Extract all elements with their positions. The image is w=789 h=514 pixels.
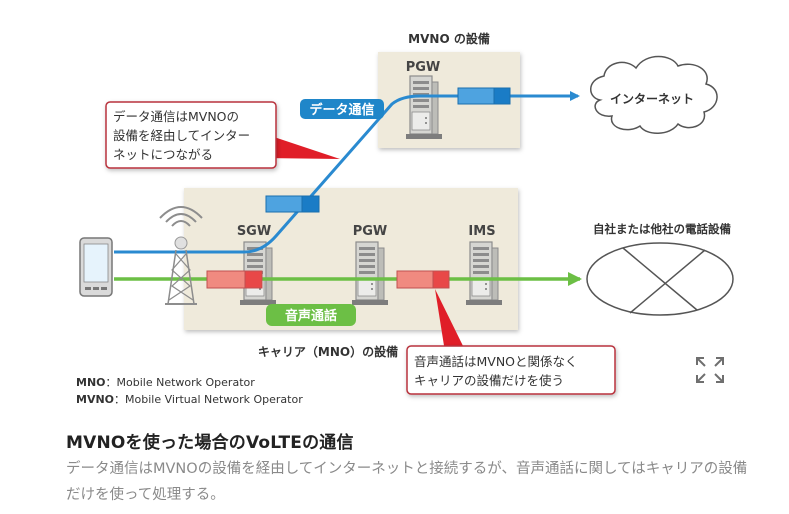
svg-text:データ通信: データ通信 [309,102,374,118]
abbreviation-legend: MNO：Mobile Network Operator MVNO：Mobile … [76,376,303,406]
mvno-pgw-server-icon [405,75,443,140]
carrier-box-title: キャリア（MNO）の設備 [258,344,398,359]
cell-tower-icon [159,206,203,305]
voice-packet-sgw [206,270,263,289]
sgw-label: SGW [237,224,271,239]
svg-text:ネットにつながる: ネットにつながる [113,147,213,162]
callout-data-communication: データ通信はMVNOの 設備を経由してインター ネットにつながる [105,101,340,169]
mvno-box-title: MVNO の設備 [408,31,490,46]
voice-packet-pgw [396,270,450,289]
callout-voice-call: 音声通話はMVNOと関係なく キャリアの設備だけを使う [406,289,616,395]
svg-text:設備を経由してインター: 設備を経由してインター [113,128,250,143]
callout-pointer [435,289,465,352]
svg-text:インターネット: インターネット [610,92,694,106]
smartphone-icon [79,237,113,297]
voice-call-badge: 音声通話 [266,304,356,326]
expand-image-button[interactable] [693,354,727,386]
svg-text:音声通話: 音声通話 [285,308,337,324]
expand-arrows-icon [696,357,724,383]
figure-caption-title: MVNOを使った場合のVoLTEの通信 [66,433,354,453]
data-packet-mvno [457,87,511,105]
carrier-equipment-box: キャリア（MNO）の設備 SGW PGW IMS 音声通話 [184,188,518,359]
data-communication-badge: データ通信 [300,99,384,119]
data-packet-carrier [265,195,320,213]
volte-diagram: MVNO の設備 PGW キャリア（MNO）の設備 SGW PGW IMS 音声… [76,31,734,406]
legend-item-mno: MNO：Mobile Network Operator [76,376,255,389]
ims-server-icon [465,241,503,306]
figure-caption-body: データ通信はMVNOの設備を経由してインターネットと接続するが、音声通話に関して… [66,461,748,503]
phone-network-label: 自社または他社の電話設備 [593,222,731,236]
legend-item-mvno: MVNO：Mobile Virtual Network Operator [76,393,303,406]
svg-text:キャリアの設備だけを使う: キャリアの設備だけを使う [414,373,564,388]
phone-network-equipment: 自社または他社の電話設備 [586,222,734,316]
carrier-pgw-server-icon [351,241,389,306]
callout-pointer [262,135,340,159]
data-traffic-line [114,91,580,254]
carrier-pgw-label: PGW [353,224,388,239]
internet-cloud: インターネット [590,55,718,134]
svg-text:音声通話はMVNOと関係なく: 音声通話はMVNOと関係なく [414,354,578,369]
svg-text:データ通信はMVNOの: データ通信はMVNOの [113,109,239,124]
ims-label: IMS [468,224,495,239]
mvno-pgw-label: PGW [406,60,441,75]
